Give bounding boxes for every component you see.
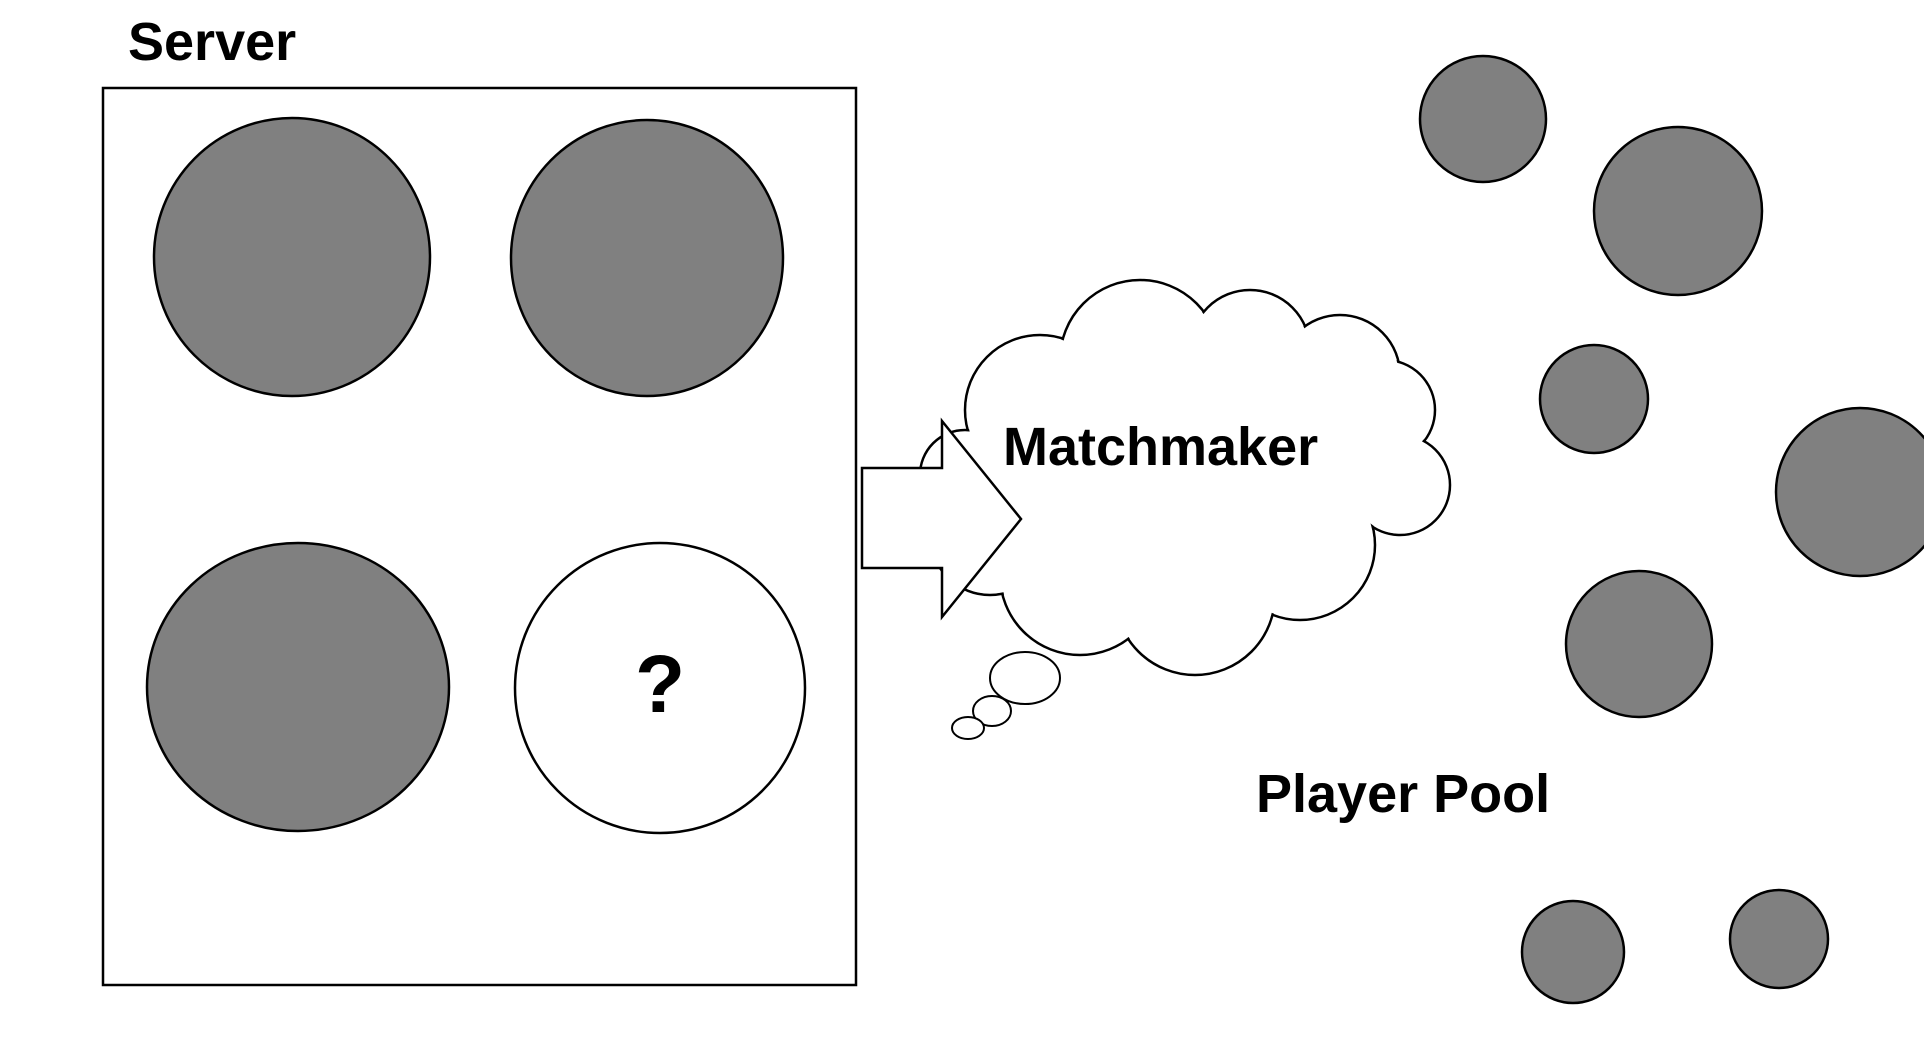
matchmaker-label: Matchmaker <box>1003 417 1318 477</box>
server-slot-player <box>152 116 432 398</box>
pool-player <box>1728 888 1830 990</box>
pool-player <box>1520 899 1626 1005</box>
server-title: Server <box>128 12 296 72</box>
server-slot-player <box>145 541 451 833</box>
pool-player <box>1774 406 1924 578</box>
pool-player <box>1564 569 1714 719</box>
player-pool-label: Player Pool <box>1256 764 1550 824</box>
thought-bubble-trail <box>951 716 985 740</box>
server-slot-empty <box>513 541 807 835</box>
pool-player <box>1538 343 1650 455</box>
pool-player <box>1592 125 1764 297</box>
thought-bubble-trail <box>972 695 1012 727</box>
thought-bubble-trail <box>989 651 1061 705</box>
pool-player <box>1418 54 1548 184</box>
empty-slot-question-mark: ? <box>635 639 685 730</box>
server-slot-player <box>509 118 785 398</box>
matchmaker-cloud <box>918 278 1452 677</box>
server-to-matchmaker-arrow <box>860 417 1023 621</box>
